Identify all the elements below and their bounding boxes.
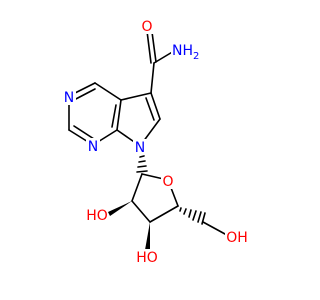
bond-amide-co-1 [146,30,152,64]
bond-c1prime-c2prime [131,173,143,202]
bond-c5prime-oh [202,221,226,235]
bond-c2-n1-b [73,125,95,140]
bond-c2prime-c3prime [131,200,151,223]
c5prime-hydroxyl-label: OH [225,229,249,246]
atom-labels: O NH2 N N N O HO HO [62,18,249,266]
amide-oxygen-text: O [141,19,152,35]
pyrimidine-n3-label: N [62,89,76,106]
c3prime-hydroxyl-label: HO [136,249,158,266]
bond-c3prime-oh-wedge [145,222,150,250]
c5prime-hydroxyl-text: OH [226,230,248,246]
bond-c3prime-c4prime [149,205,179,223]
pyrimidine-n1-label: N [86,138,100,155]
bond-c4a-c4 [94,82,122,101]
amide-nh2-label: NH2 [171,42,201,62]
bond-c2prime-oh-wedge [108,201,132,216]
bond-c5-c6-b [145,97,155,121]
ribose-ring-oxygen-label: O [161,173,175,190]
bonds [68,30,226,250]
c2prime-hydroxyl-label: HO [86,207,108,224]
pyrrole-n7-label: N [133,139,147,156]
pyrimidine-n1-text: N [88,139,98,155]
bond-amide-co-2 [151,31,157,63]
amide-oxygen-label: O [140,18,154,35]
bond-c4a-c5 [120,92,152,101]
c3prime-hydroxyl-text: HO [136,250,158,266]
pyrimidine-n3-text: N [64,90,74,106]
bond-c7a-c4a-inner [111,104,117,128]
molecule-structure: O NH2 N N N O HO HO [62,18,249,266]
bond-c5-c6-a [150,92,161,120]
structure-canvas: O NH2 N N N O HO HO [62,18,249,266]
pyrrole-n7-text: N [135,140,145,156]
c2prime-hydroxyl-text: HO [86,208,108,224]
bond-amide-cn [153,50,175,64]
amide-nh2-text: NH2 [172,43,199,62]
bond-c4prime-c5prime-hashed [179,207,206,225]
ribose-ring-oxygen-text: O [162,174,173,190]
bond-c5-camide [150,62,155,94]
bond-c7a-c4a [116,99,122,131]
